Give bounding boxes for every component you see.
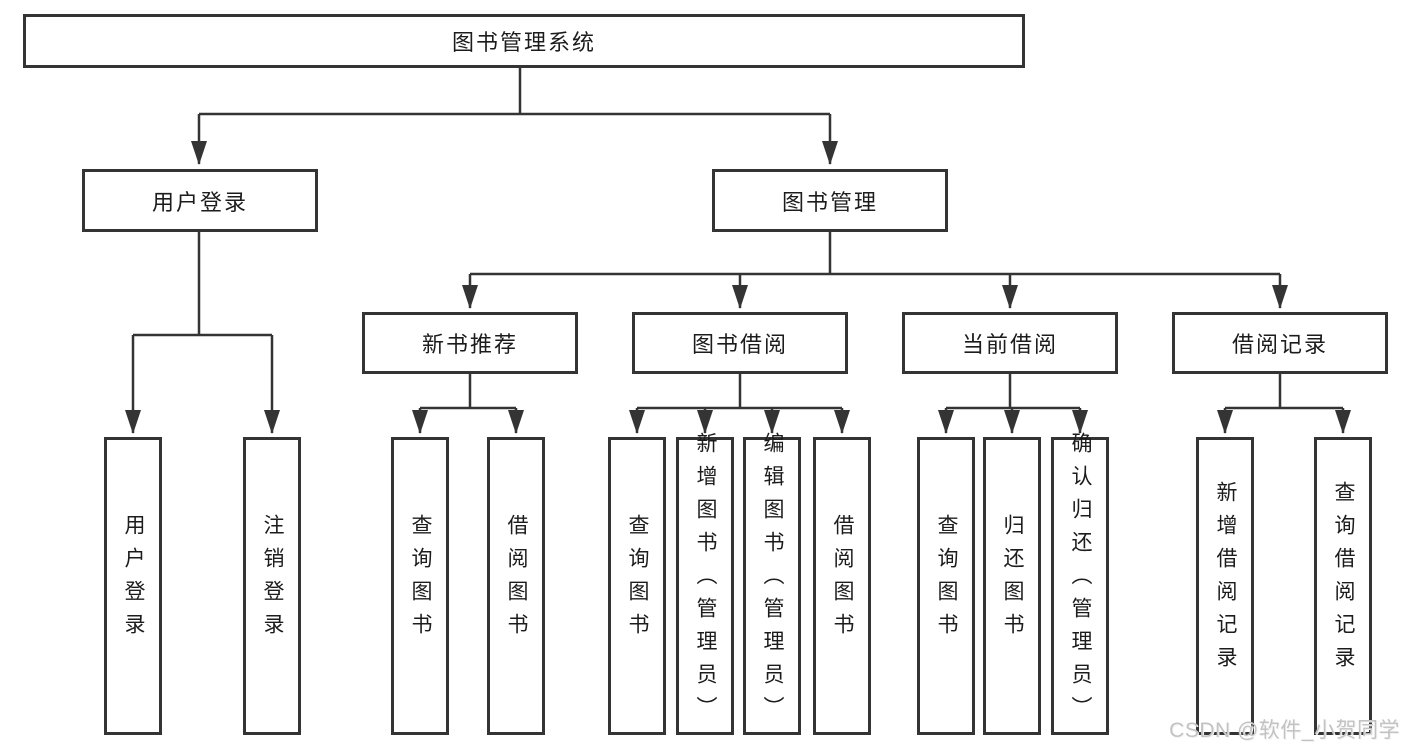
leaf-query-books-recommend: 查询图书 — [391, 437, 449, 735]
leaf-confirm-return-admin: 确认归还（管理员） — [1051, 432, 1109, 735]
leaf-logout: 注销登录 — [243, 437, 301, 735]
leaf-add-borrow-record: 新增借阅记录 — [1196, 437, 1254, 735]
watermark: CSDN @软件_小贺同学 — [1169, 719, 1400, 742]
node-label: 当前借阅 — [961, 332, 1058, 357]
leaf-query-books-current: 查询图书 — [917, 437, 975, 735]
node-label: 用户登录 — [122, 514, 145, 646]
node-label: 确认归还（管理员） — [1069, 431, 1092, 729]
node-label: 编辑图书（管理员） — [761, 431, 784, 729]
node-label: 注销登录 — [261, 514, 284, 646]
node-label: 查询图书 — [626, 514, 649, 646]
leaf-query-books-borrow: 查询图书 — [608, 437, 666, 735]
node-book-borrow: 图书借阅 — [632, 312, 848, 374]
node-label: 新书推荐 — [421, 332, 518, 357]
node-label: 新增借阅记录 — [1214, 481, 1237, 679]
node-new-book-recommend: 新书推荐 — [362, 312, 578, 374]
node-label: 图书管理 — [781, 189, 878, 215]
leaf-query-borrow-record: 查询借阅记录 — [1314, 437, 1372, 735]
node-label: 查询图书 — [409, 514, 432, 646]
node-root: 图书管理系统 — [23, 14, 1025, 68]
node-label: 归还图书 — [1001, 514, 1024, 646]
node-label: 借阅图书 — [831, 514, 854, 646]
node-label: 图书借阅 — [691, 332, 788, 357]
node-user-login: 用户登录 — [82, 169, 318, 232]
leaf-borrow-books: 借阅图书 — [813, 437, 871, 735]
node-label: 查询图书 — [935, 514, 958, 646]
leaf-borrow-books-recommend: 借阅图书 — [487, 437, 545, 735]
node-label: 查询借阅记录 — [1332, 481, 1355, 679]
node-current-borrow: 当前借阅 — [902, 312, 1118, 374]
node-label: 新增图书（管理员） — [694, 431, 717, 729]
node-label: 借阅图书 — [505, 514, 528, 646]
node-borrow-records: 借阅记录 — [1172, 312, 1388, 374]
leaf-user-login: 用户登录 — [104, 437, 162, 735]
node-label: 用户登录 — [151, 189, 248, 215]
node-label: 图书管理系统 — [451, 30, 596, 55]
leaf-add-book-admin: 新增图书（管理员） — [676, 432, 734, 735]
node-book-management: 图书管理 — [712, 169, 948, 232]
node-label: 借阅记录 — [1231, 332, 1328, 357]
leaf-return-book: 归还图书 — [983, 437, 1041, 735]
leaf-edit-book-admin: 编辑图书（管理员） — [743, 432, 801, 735]
